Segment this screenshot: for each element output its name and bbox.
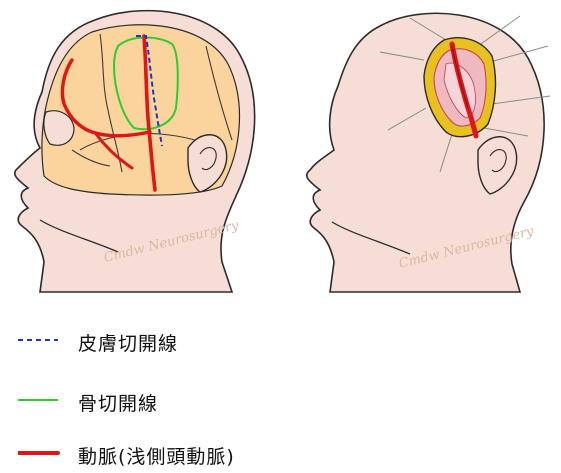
legend-artery-label: 動脈(浅側頭動脈)	[78, 442, 235, 469]
legend-skin-incision-label: 皮膚切開線	[78, 329, 178, 356]
red-line-icon	[18, 446, 62, 460]
legend-bone-cut-label: 骨切開線	[78, 389, 158, 416]
legend-bone-cut: 骨切開線	[0, 387, 420, 417]
green-line-icon	[18, 393, 62, 407]
left-head: Cmdw Neurosurgery	[15, 11, 255, 292]
right-head: Cmdw Neurosurgery	[307, 13, 550, 292]
dashed-blue-line-icon	[18, 333, 62, 347]
craniotomy-diagram: Cmdw Neurosurgery Cmdw Neurosurgery	[0, 0, 561, 300]
legend-artery: 動脈(浅側頭動脈)	[0, 440, 420, 470]
legend-skin-incision: 皮膚切開線	[0, 327, 420, 357]
